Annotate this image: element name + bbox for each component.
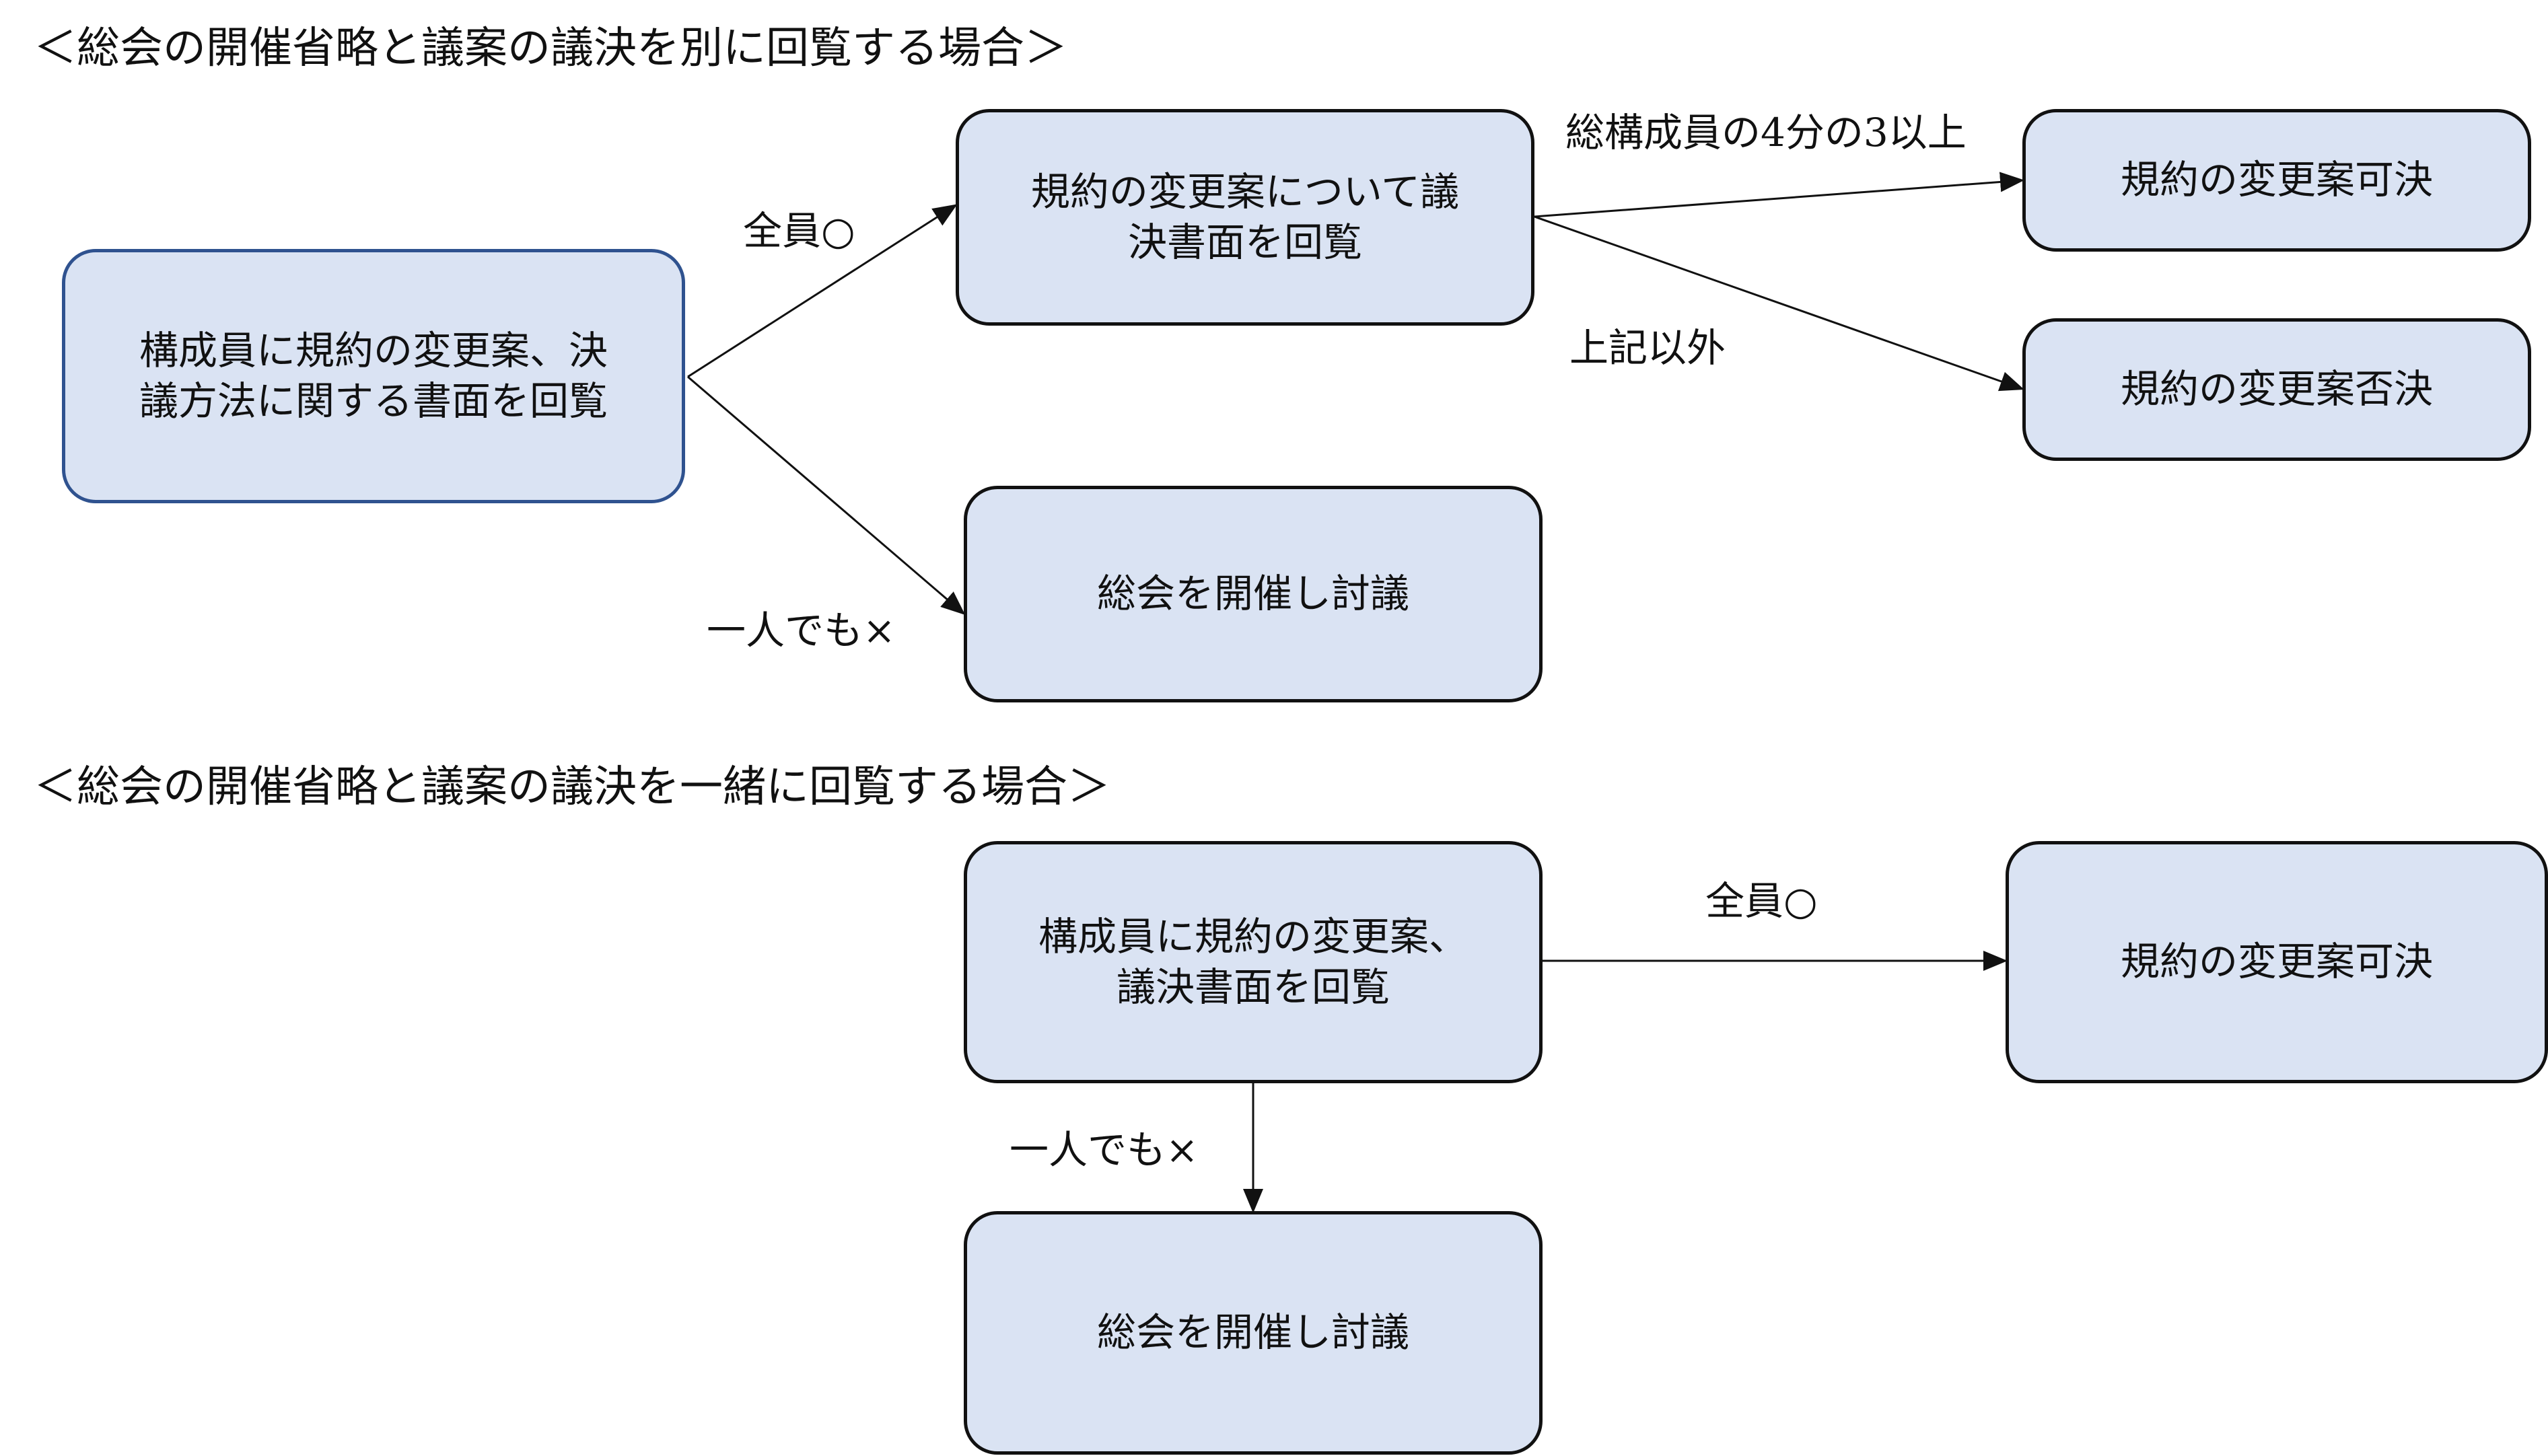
s2-start-text: 構成員に規約の変更案、 議決書面を回覧 — [1038, 913, 1468, 1010]
s1-meeting-box: 総会を開催し討議 — [964, 486, 1543, 702]
s1-start-box: 構成員に規約の変更案、決 議方法に関する書面を回覧 — [62, 249, 685, 503]
section1-heading: ＜総会の開催省略と議案の議決を別に回覧する場合＞ — [34, 24, 1067, 73]
s2-approved-text: 規約の変更案可決 — [2120, 939, 2433, 985]
s2-label-all-yes: 全員○ — [1705, 878, 1818, 924]
s1-rejected-text: 規約の変更案否決 — [2120, 366, 2433, 412]
s1-meeting-text: 総会を開催し討議 — [1096, 571, 1409, 617]
arrow-s1-start-to-circulate — [687, 204, 958, 378]
s1-label-otherwise: 上記以外 — [1569, 325, 1726, 371]
s1-label-three-quarters: 総構成員の4分の3以上 — [1565, 110, 1967, 155]
s2-meeting-text: 総会を開催し討議 — [1096, 1309, 1409, 1356]
arrow-s1-start-to-meeting — [687, 375, 966, 615]
s2-label-any-no: 一人でも× — [1010, 1127, 1199, 1173]
s1-approved-text: 規約の変更案可決 — [2120, 157, 2433, 203]
s1-label-all-yes: 全員○ — [743, 208, 855, 254]
arrow-s1-circulate-to-rejected — [1534, 215, 2024, 392]
s2-start-box: 構成員に規約の変更案、 議決書面を回覧 — [964, 841, 1543, 1083]
s1-start-text: 構成員に規約の変更案、決 議方法に関する書面を回覧 — [139, 327, 608, 424]
s2-meeting-box: 総会を開催し討議 — [964, 1211, 1543, 1455]
s1-label-any-no: 一人でも× — [707, 608, 896, 653]
s1-circulate-text: 規約の変更案について議 決書面を回覧 — [1030, 168, 1460, 265]
section2-heading: ＜総会の開催省略と議案の議決を一緒に回覧する場合＞ — [34, 762, 1110, 812]
s1-rejected-box: 規約の変更案否決 — [2022, 318, 2531, 461]
arrow-s1-circulate-to-approved — [1534, 172, 2024, 218]
s2-approved-box: 規約の変更案可決 — [2006, 841, 2548, 1083]
s1-approved-box: 規約の変更案可決 — [2022, 109, 2531, 252]
